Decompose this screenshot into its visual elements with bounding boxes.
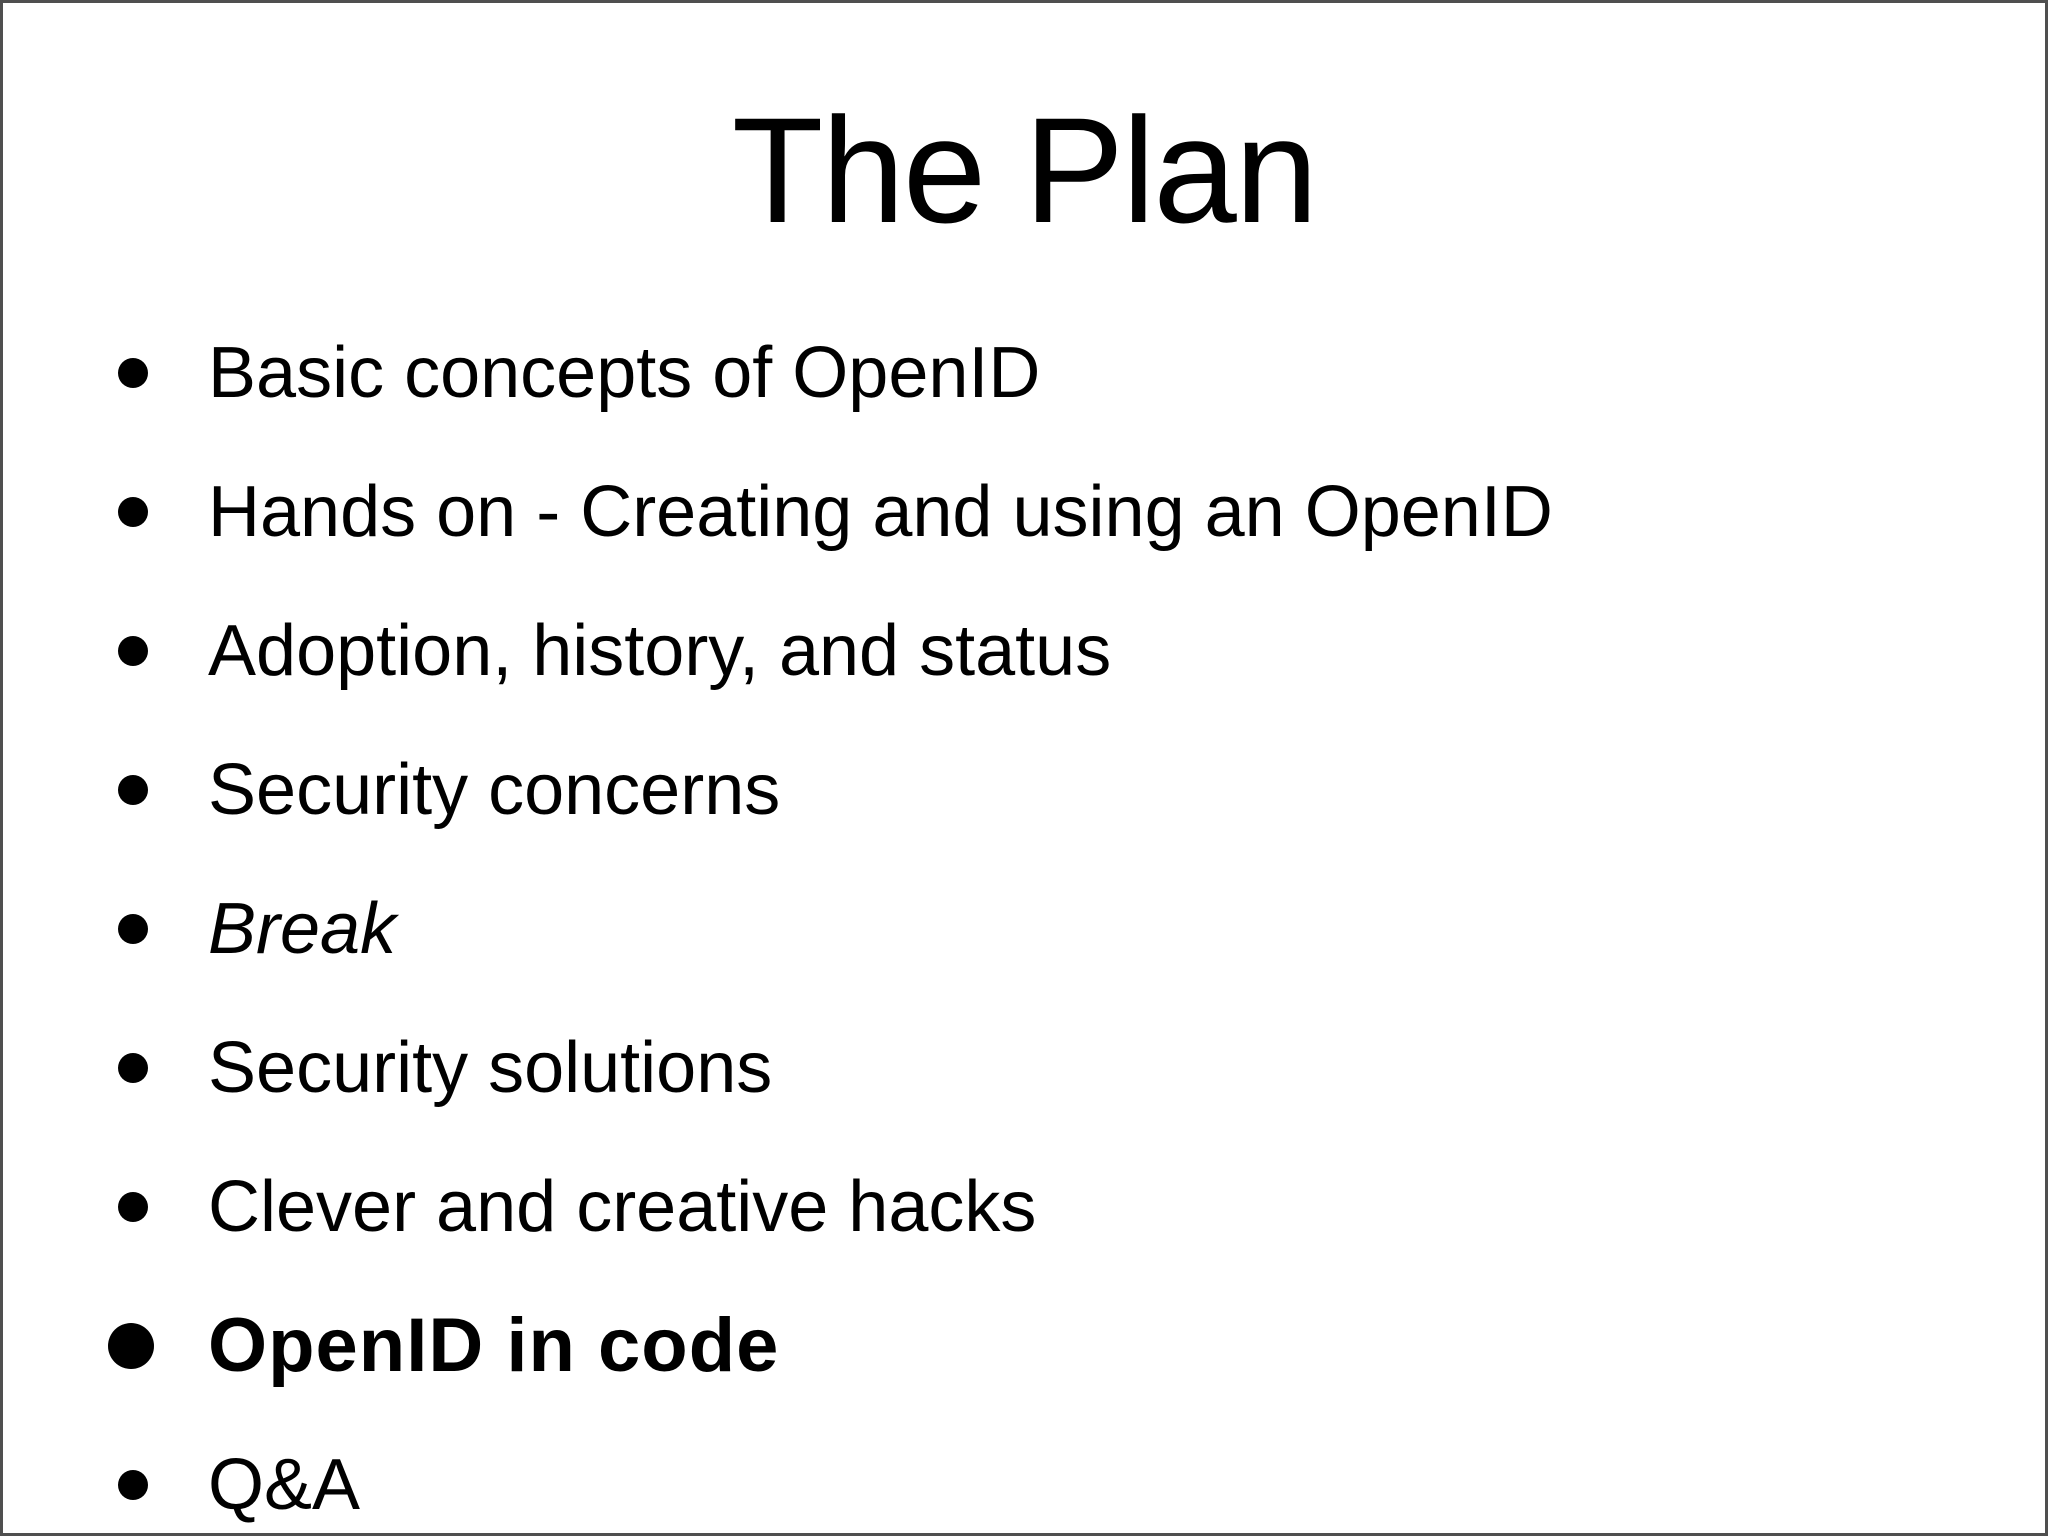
bullet-item: Basic concepts of OpenID xyxy=(103,303,2005,442)
bullet-text: OpenID in code xyxy=(208,1302,780,1388)
bullet-dot-icon xyxy=(118,1052,148,1083)
bullet-item: OpenID in code xyxy=(103,1276,2005,1415)
bullet-text: Hands on - Creating and using an OpenID xyxy=(208,471,1553,552)
bullet-text: Q&A xyxy=(208,1444,361,1525)
bullet-item: Security solutions xyxy=(103,998,2005,1137)
bullet-item: Hands on - Creating and using an OpenID xyxy=(103,442,2005,581)
bullet-item: Security concerns xyxy=(103,720,2005,859)
bullet-item: Adoption, history, and status xyxy=(103,581,2005,720)
bullet-text: Basic concepts of OpenID xyxy=(208,332,1041,413)
bullet-text: Security solutions xyxy=(208,1027,773,1108)
bullet-dot-icon xyxy=(118,496,148,527)
bullet-dot-icon xyxy=(118,1191,148,1222)
bullet-text: Break xyxy=(208,888,397,969)
bullet-list: Basic concepts of OpenID Hands on - Crea… xyxy=(103,303,2005,1533)
bullet-text: Security concerns xyxy=(208,749,781,830)
bullet-dot-icon xyxy=(118,1469,148,1500)
bullet-item: Clever and creative hacks xyxy=(103,1137,2005,1276)
bullet-text: Clever and creative hacks xyxy=(208,1166,1037,1247)
bullet-dot-icon xyxy=(108,1322,154,1369)
bullet-dot-icon xyxy=(118,774,148,805)
bullet-dot-icon xyxy=(118,913,148,944)
bullet-item: Break xyxy=(103,859,2005,998)
bullet-text: Adoption, history, and status xyxy=(208,610,1112,691)
bullet-item: Q&A xyxy=(103,1415,2005,1533)
slide-title: The Plan xyxy=(731,86,1318,254)
bullet-dot-icon xyxy=(118,635,148,666)
bullet-dot-icon xyxy=(118,357,148,388)
